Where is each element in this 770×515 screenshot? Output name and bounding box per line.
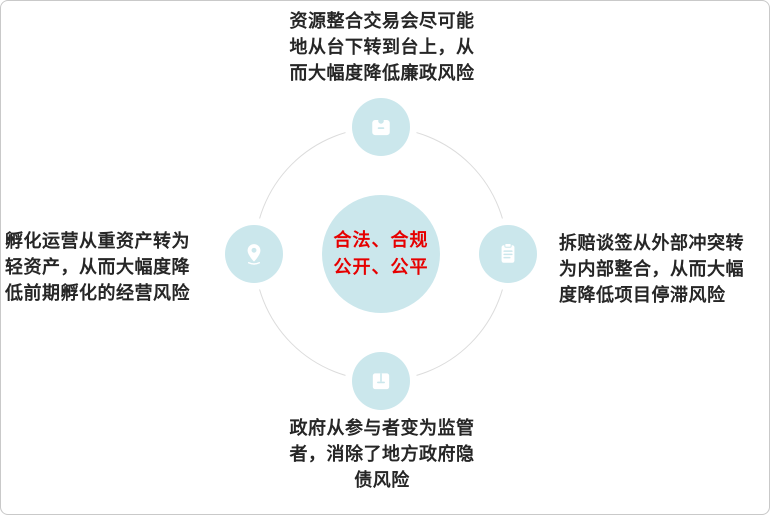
package-icon (367, 113, 395, 141)
location-pin-icon (240, 240, 268, 268)
label-right: 拆赔谈签从外部冲突转为内部整合，从而大幅度降低项目停滞风险 (559, 233, 744, 306)
label-bottom: 政府从参与者变为监管者，消除了地方政府隐债风险 (289, 418, 475, 491)
label-top: 资源整合交易会尽可能地从台下转到台上，从而大幅度降低廉政风险 (289, 11, 475, 84)
label-left: 孵化运营从重资产转为轻资产，从而大幅度降低前期孵化的经营风险 (5, 231, 190, 304)
clipboard-icon (494, 240, 522, 268)
node-left (225, 225, 283, 283)
open-box-icon (367, 367, 395, 395)
center-text-line1: 合法、合规 (333, 230, 429, 251)
node-right (479, 225, 537, 283)
center-circle: 合法、合规 公开、公平 (322, 195, 440, 313)
node-top (352, 98, 410, 156)
center-text-line2: 公开、公平 (333, 257, 429, 278)
node-bottom (352, 352, 410, 410)
